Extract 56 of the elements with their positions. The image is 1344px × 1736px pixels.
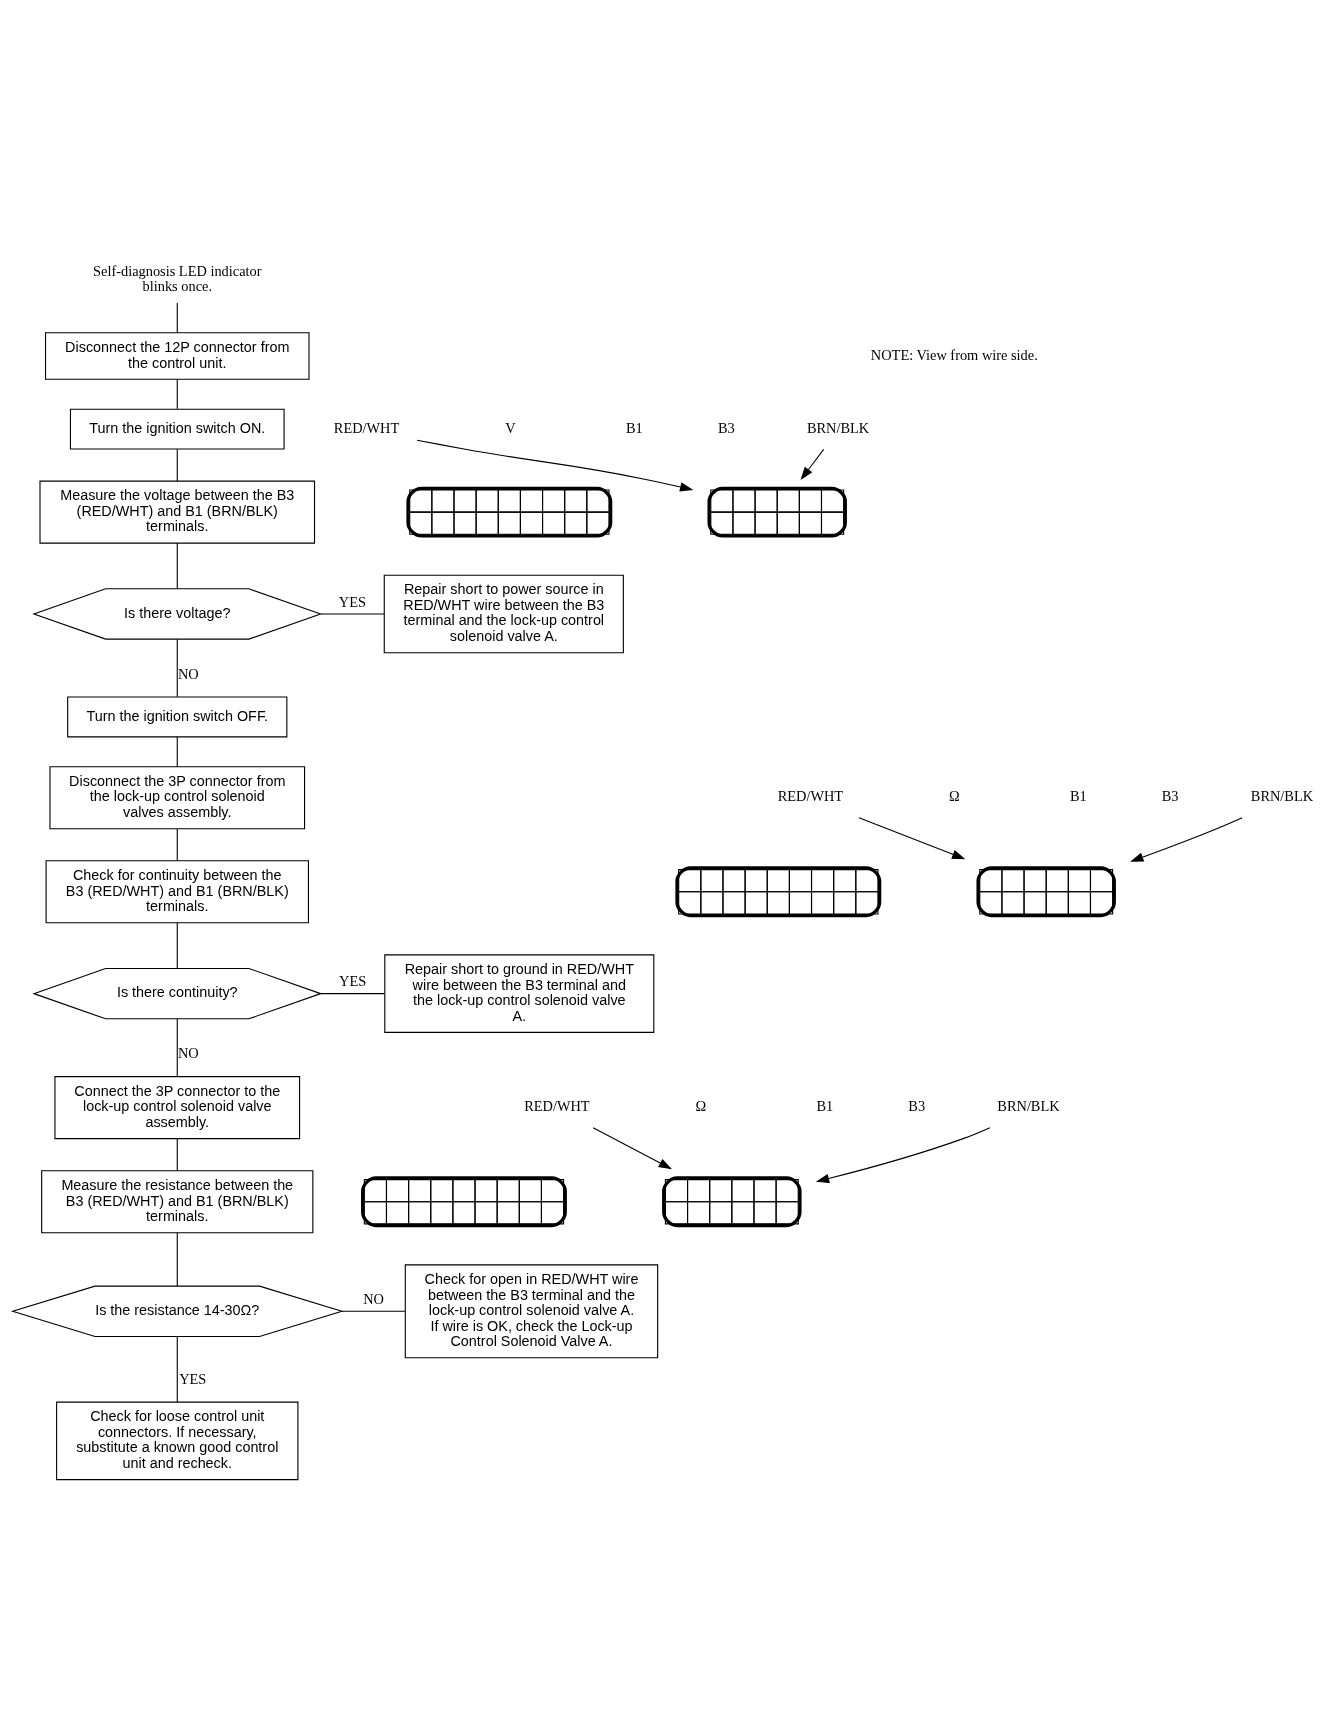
label: B1 [626,419,643,436]
edge-label: NO [177,1045,199,1062]
arrow [416,439,694,492]
arrow [1130,817,1243,862]
label: B1 [816,1098,834,1115]
label: B1 [1069,788,1087,805]
connector [176,736,178,768]
connector [320,613,385,615]
connector [320,993,385,995]
connector [341,1310,406,1312]
node-text: BRN/BLK [806,419,870,436]
node-text: RED/WHT [777,788,844,805]
node-text: RED/WHT [524,1098,590,1115]
node-box: Turn the ignition switch OFF. [67,696,288,738]
label: B3 [717,419,735,436]
connector [176,302,178,334]
node-text: RED/WHT [333,419,400,436]
label: V [505,419,516,436]
node-box: Check for continuity between the B3 (RED/WHT) and B1 (BRN/BLK) terminals. [45,860,309,924]
node-text: BRN/BLK [1250,788,1314,805]
node-box: Measure the voltage between the B3 (RED/WHT) and B1 (BRN/BLK) terminals. [39,480,316,544]
node-text: Self-diagnosis LED indicator blinks once. [93,262,262,295]
edge-label: YES [179,1370,207,1387]
node-box: Measure the resistance between the B3 (RED/WHT) and B1 (BRN/BLK) terminals. [41,1170,314,1234]
node-box: Turn the ignition switch ON. [69,408,285,450]
node-box: Check for loose control unit connectors. If necessary, substitute a known good control unit and recheck. [56,1401,299,1481]
edge-label: NO [363,1291,384,1308]
connector [176,922,178,969]
arrow [800,448,825,481]
connector [176,379,178,410]
arrow [858,817,966,860]
connector [176,1232,178,1287]
connector [176,638,178,698]
connector [176,1138,178,1172]
node-box: Repair short to power source in RED/WHT wire between the B3 terminal and the lock-up control solenoid valve A. [383,574,624,654]
arrow [815,1127,991,1184]
arrow [592,1127,672,1170]
edge-label: YES [339,973,367,990]
edge-label: NO [177,665,199,682]
connector [176,1336,178,1403]
node-box: Check for open in RED/WHT wire between the B3 terminal and the lock-up control solenoid valve A. If wire is OK, check the Lock-up Control Solenoid Valve A. [404,1264,659,1359]
connector [176,828,178,862]
connector [176,448,178,482]
node-box: Disconnect the 3P connector from the lock-up control solenoid valves assembly. [49,766,306,830]
label: B3 [908,1098,926,1115]
label: B3 [1161,788,1179,805]
node-box: Repair short to ground in RED/WHT wire between the B3 terminal and the lock-up control solenoid valve A. [384,954,655,1033]
connector [176,1018,178,1077]
connector [176,542,178,590]
label: NOTE: View from wire side. [870,346,1038,363]
node-text: BRN/BLK [997,1098,1060,1115]
edge-label: YES [338,593,367,610]
label: Ω [695,1098,707,1115]
node-box: Connect the 3P connector to the lock-up control solenoid valve assembly. [54,1076,301,1140]
label: Ω [948,788,960,805]
node-box: Disconnect the 12P connector from the control unit. [45,332,310,380]
